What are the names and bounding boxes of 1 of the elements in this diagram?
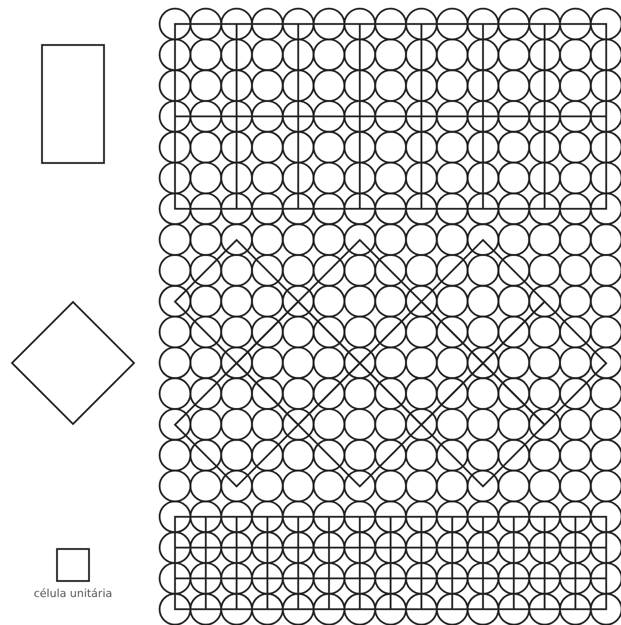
- node-label: célula unitária: [32, 587, 114, 600]
